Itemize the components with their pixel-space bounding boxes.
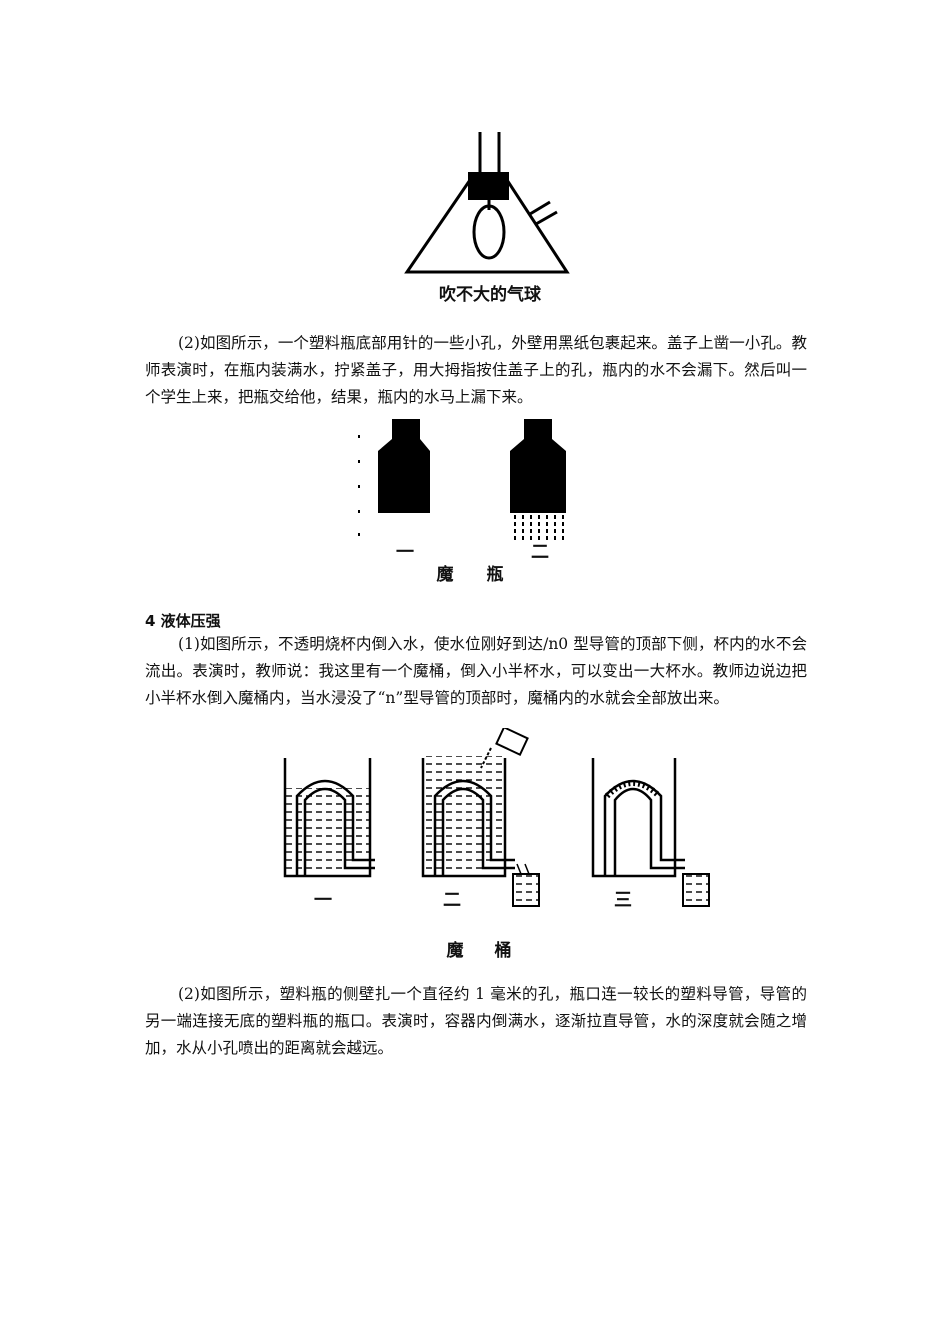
section-heading: 4 液体压强 [145, 612, 221, 630]
magic-bucket-icon [283, 728, 710, 907]
magic-bottle-icon [358, 419, 566, 541]
flask-balloon-icon [404, 132, 570, 274]
figure3-label-2: 二 [443, 890, 461, 911]
figure2-label-left: 一 [396, 542, 414, 563]
figure3-label-1: 一 [314, 890, 332, 911]
paragraph-bucket: (1)如图所示，不透明烧杯内倒入水，使水位刚好到达/n0 型导管的顶部下侧，杯内… [145, 635, 807, 707]
paragraph-pressure: (2)如图所示，塑料瓶的侧壁扎一个直径约 1 毫米的孔，瓶口连一较长的塑料导管，… [145, 985, 807, 1057]
figure3-label-3: 三 [614, 890, 632, 911]
figure2-label-right: 二 [531, 542, 549, 563]
paragraph-bottle: (2)如图所示，一个塑料瓶底部用针的一些小孔，外壁用黑纸包裹起来。盖子上凿一小孔… [145, 334, 807, 406]
figure1-caption: 吹不大的气球 [439, 285, 541, 305]
figure3-caption-a: 魔 [446, 941, 464, 961]
figure2-caption-b: 瓶 [486, 565, 504, 585]
figure2-caption-a: 魔 [436, 565, 454, 585]
figure3-caption-b: 桶 [494, 941, 512, 961]
